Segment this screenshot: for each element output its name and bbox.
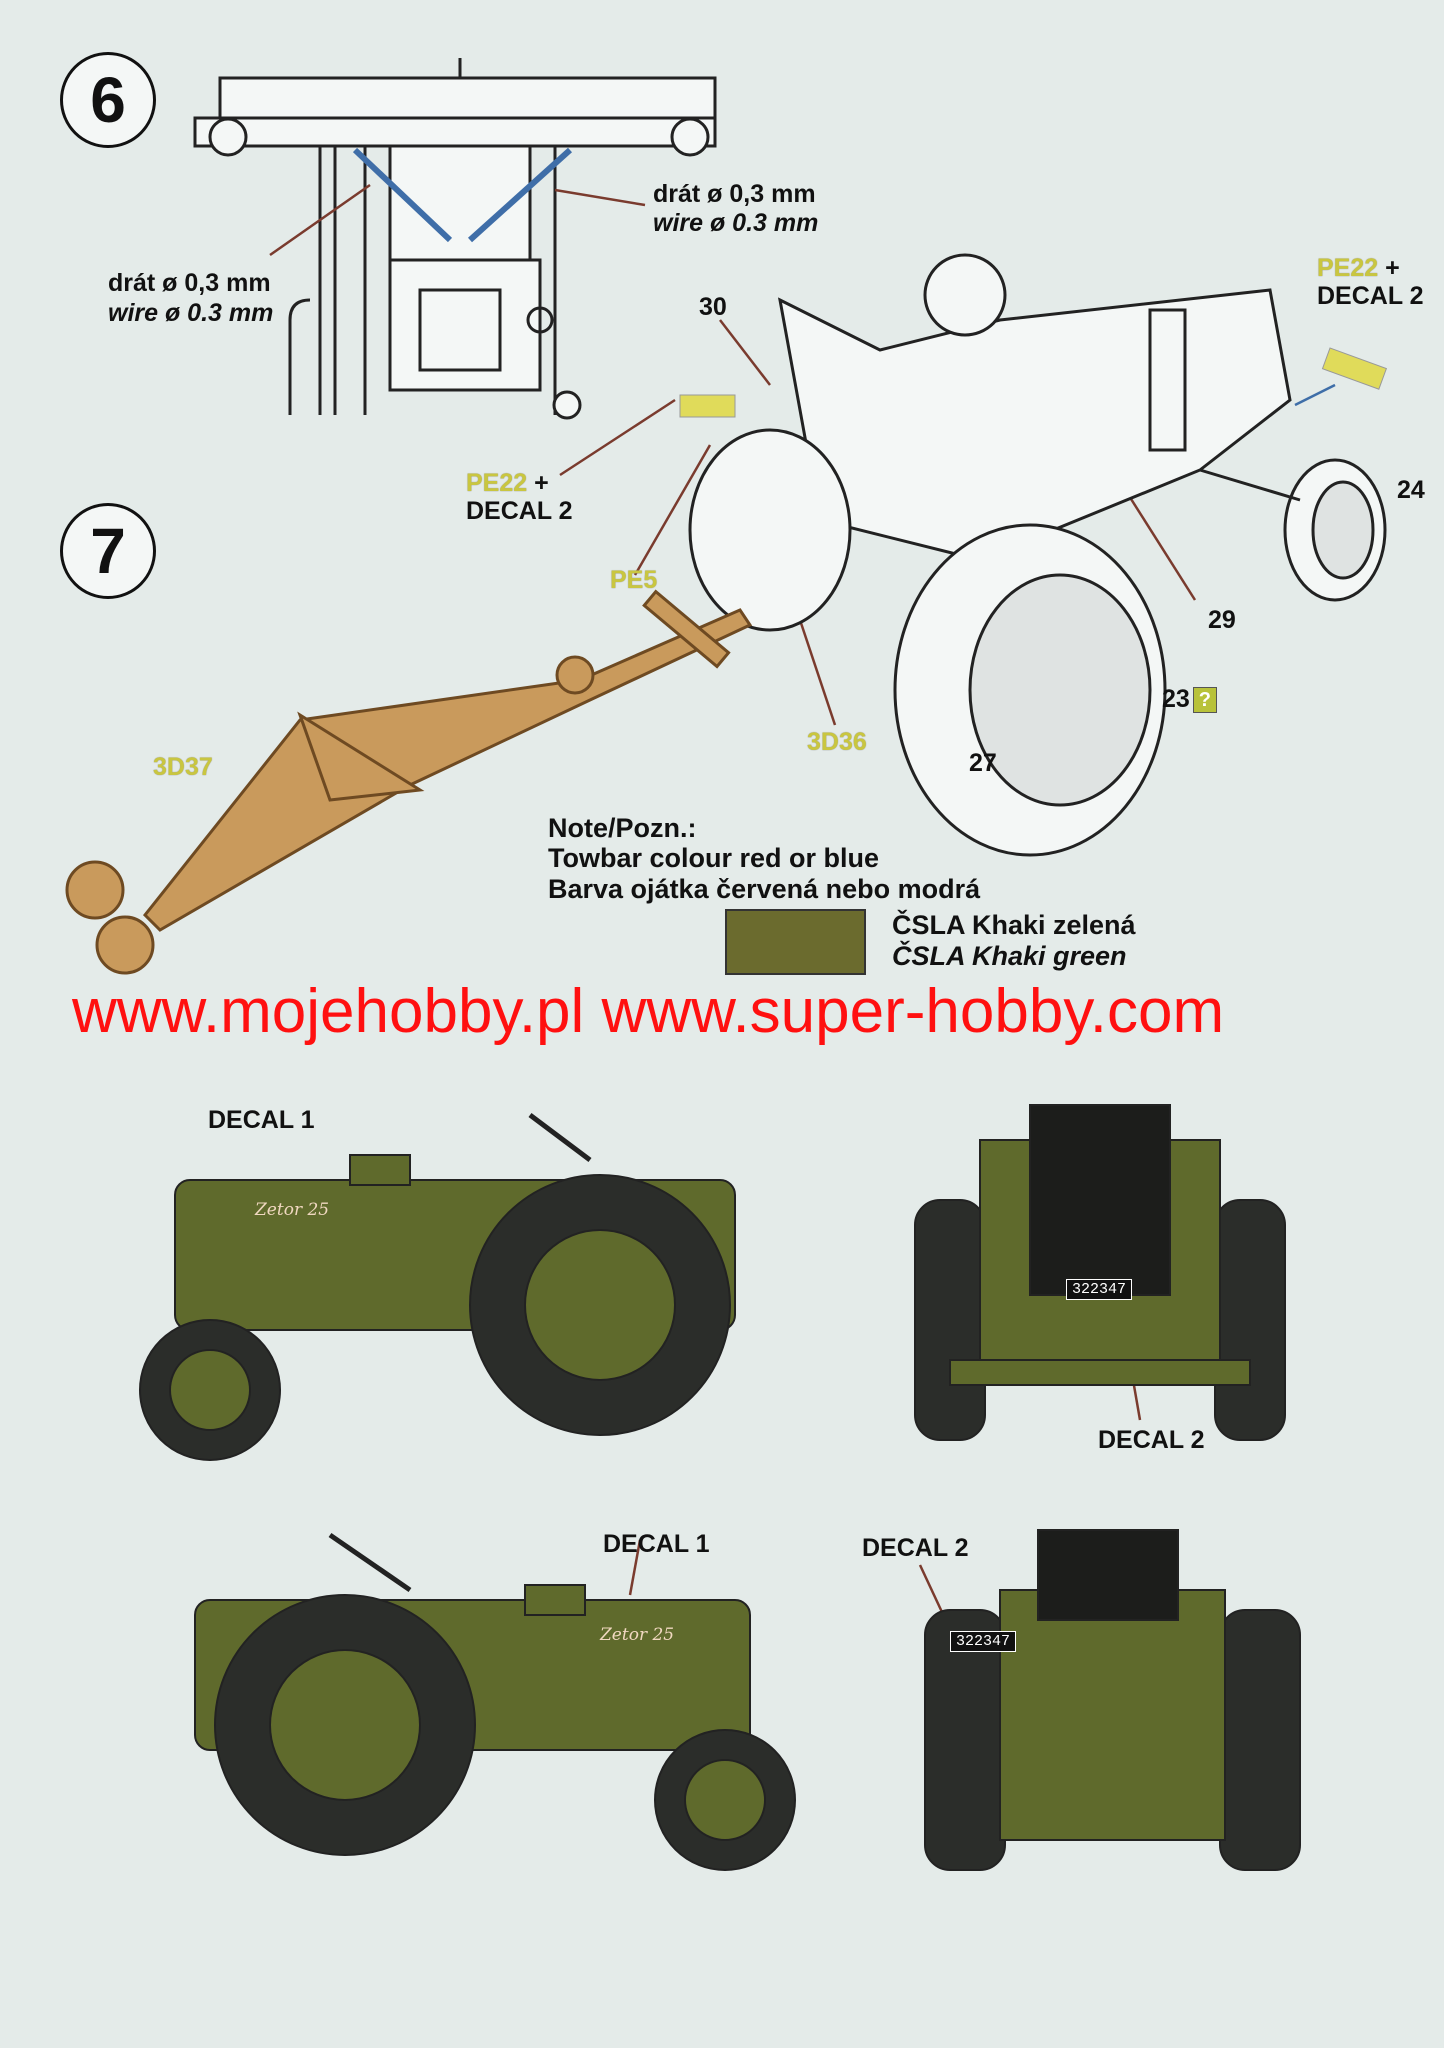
decal1-side-right-label: DECAL 1 <box>208 1106 315 1134</box>
step-7-badge: 7 <box>60 503 156 599</box>
pe22-left-label: PE22 + <box>466 469 549 497</box>
part-24-label: 24 <box>1397 476 1425 504</box>
pe5-label: PE5 <box>610 566 658 594</box>
rear-view-tractor <box>924 1529 1301 1871</box>
part-27-label: 27 <box>969 749 997 777</box>
rear-licence-plate: 322347 <box>950 1631 1017 1652</box>
decal1-side-left-label: DECAL 1 <box>603 1530 710 1558</box>
wire-left-label-en: wire ø 0.3 mm <box>108 299 274 327</box>
towbar-3d37 <box>65 589 753 975</box>
watermark-text: www.mojehobby.pl www.super-hobby.com <box>72 977 1225 1046</box>
zetor-logo-left: Zetor 25 <box>600 1625 675 1645</box>
zetor-logo-right: Zetor 25 <box>255 1200 330 1220</box>
note-title: Note/Pozn.: <box>548 813 697 843</box>
note-line-cz: Barva ojátka červená nebo modrá <box>548 874 981 904</box>
part-3d37-label: 3D37 <box>153 753 213 781</box>
wire-right-label-en: wire ø 0.3 mm <box>653 209 819 237</box>
paint-name-en: ČSLA Khaki green <box>892 941 1127 971</box>
part-29-label: 29 <box>1208 606 1236 634</box>
decal2-left-label: DECAL 2 <box>466 497 573 525</box>
question-badge-icon: ? <box>1192 687 1217 714</box>
khaki-paint-swatch <box>725 909 866 975</box>
step7-tractor-drawing <box>688 253 1387 857</box>
decal2-right-label: DECAL 2 <box>1317 282 1424 310</box>
decal2-front-label: DECAL 2 <box>1098 1426 1205 1454</box>
part-23-label: 23? <box>1162 684 1217 714</box>
wire-right-label-cz: drát ø 0,3 mm <box>653 180 816 208</box>
step-6-badge: 6 <box>60 52 156 148</box>
note-line-en: Towbar colour red or blue <box>548 843 880 873</box>
step6-chassis-drawing <box>193 58 717 420</box>
decal2-rear-label: DECAL 2 <box>862 1534 969 1562</box>
decal-2-marker <box>1321 347 1388 390</box>
pe22-right-label: PE22 + <box>1317 254 1400 282</box>
part-30-label: 30 <box>699 293 727 321</box>
part-3d36-label: 3D36 <box>807 728 867 756</box>
side-view-right-tractor <box>139 1113 736 1461</box>
wire-parts <box>352 147 573 243</box>
front-licence-plate: 322347 <box>1066 1279 1133 1300</box>
wire-left-label-cz: drát ø 0,3 mm <box>108 269 271 297</box>
side-view-left-tractor <box>194 1532 796 1871</box>
paint-name-cz: ČSLA Khaki zelená <box>892 910 1136 940</box>
pe22-part <box>679 394 736 418</box>
front-view-tractor <box>914 1104 1286 1441</box>
